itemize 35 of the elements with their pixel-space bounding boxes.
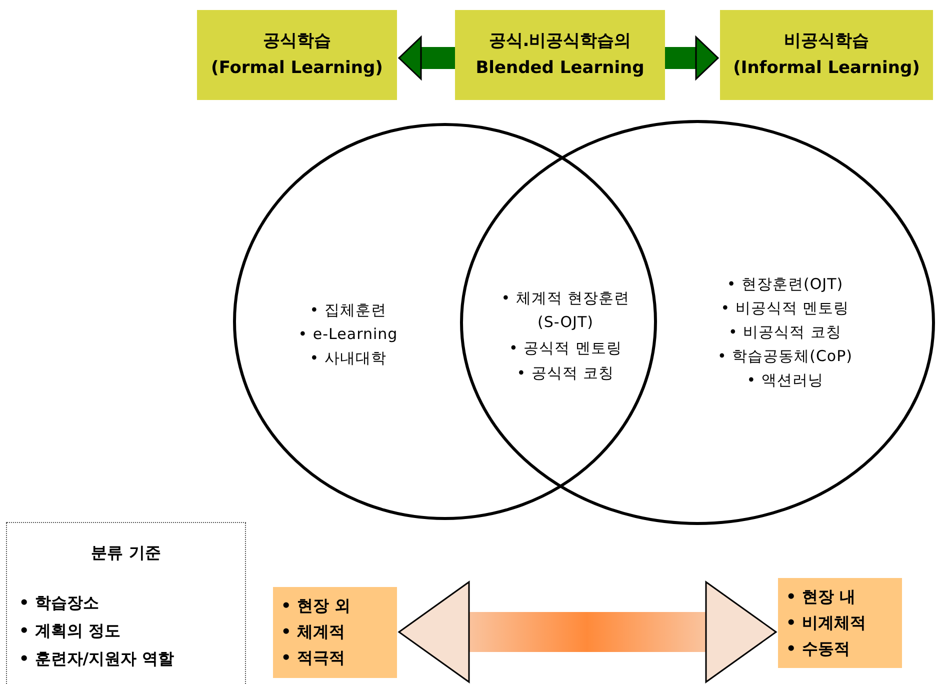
list-item: • 학습공동체(CoP)	[716, 346, 854, 367]
list-item: • 적극적	[281, 647, 346, 669]
list-item: • 액션러닝	[746, 370, 824, 391]
list-item: • 계획의 정도	[19, 620, 122, 642]
list-item: • 현장훈련(OJT)	[726, 274, 844, 295]
label-box	[778, 578, 902, 668]
list-item: • 체계적	[281, 621, 346, 643]
box-title: 공식.비공식학습의 Blended Learning	[476, 30, 644, 80]
box-title: 공식학습 (Formal Learning)	[211, 30, 383, 80]
list-item: • 학습장소	[19, 592, 100, 614]
box-title: 분류 기준	[90, 542, 162, 564]
list-item: • 현장 내	[786, 586, 856, 608]
list-item: • 비공식적 멘토링	[720, 298, 850, 319]
venn-circle	[460, 120, 935, 525]
arrow	[398, 36, 455, 80]
list-item: • 현장 외	[281, 595, 352, 617]
criteria-box	[6, 522, 246, 684]
list-item: • 체계적 현장훈련 (S-OJT)	[500, 288, 631, 333]
label-box	[273, 587, 397, 678]
list-item: • 훈련자/지원자 역할	[19, 648, 176, 670]
list-item: • 집체훈련	[308, 300, 388, 321]
arrow	[398, 581, 777, 683]
list-item: • 비계체적	[786, 612, 867, 634]
label-box	[197, 10, 397, 100]
venn-circle	[233, 123, 657, 520]
arrow	[665, 36, 719, 80]
box-title: 비공식학습 (Informal Learning)	[733, 30, 920, 80]
label-box	[455, 10, 665, 100]
list-item: • 수동적	[786, 638, 851, 660]
label-box	[720, 10, 933, 100]
list-item: • 공식적 코칭	[516, 363, 616, 384]
list-item: • 사내대학	[308, 348, 388, 369]
list-item: • 공식적 멘토링	[508, 338, 623, 359]
list-item: • 비공식적 코칭	[728, 322, 842, 343]
list-item: • e-Learning	[297, 324, 399, 345]
